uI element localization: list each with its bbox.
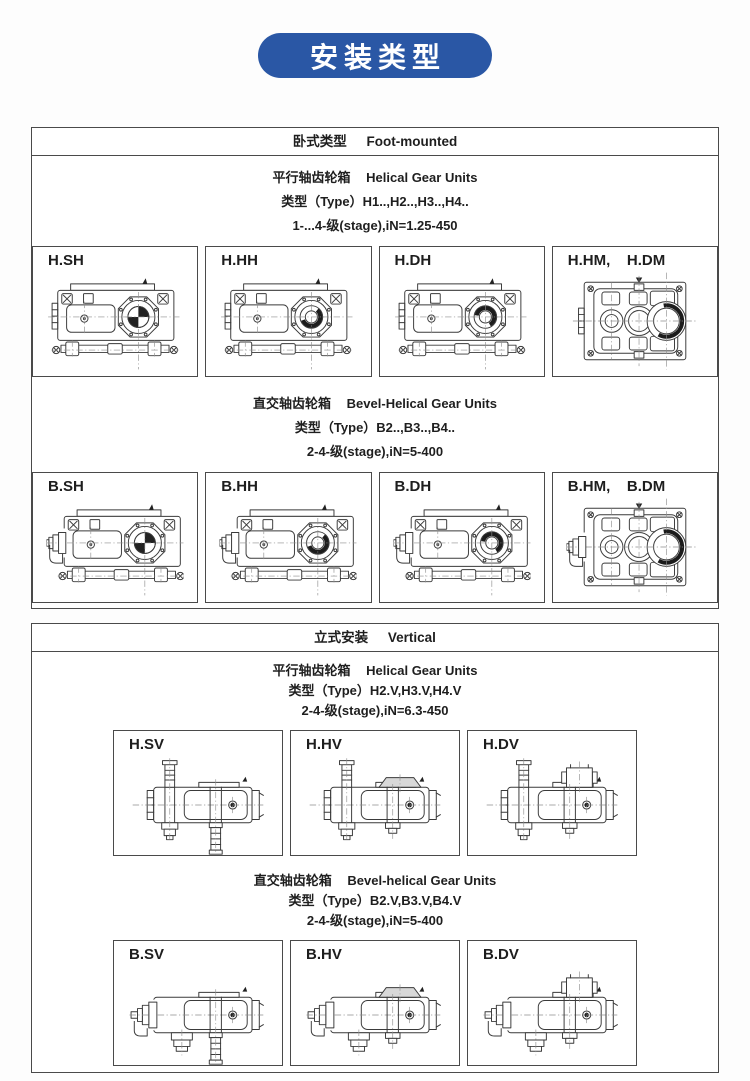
section-vertical: 立式安装 Vertical 平行轴齿轮箱 Helical Gear Units … (31, 623, 719, 1073)
group-type-line: 类型（Type）B2.V,B3.V,B4.V (288, 893, 462, 908)
row-bevel-foot: B.SH B.HH B.DH B.HM, B.DM (32, 470, 718, 608)
gearbox-technical-drawing (38, 271, 192, 371)
mounting-type-label: B.HM, B.DM (567, 478, 666, 495)
gearbox-technical-drawing (475, 755, 629, 855)
mounting-type-label: H.HH (221, 252, 258, 269)
gearbox-technical-drawing (298, 755, 452, 855)
group-helical-vertical: 平行轴齿轮箱 Helical Gear Units 类型（Type）H2.V,H… (32, 661, 718, 721)
gearbox-technical-drawing (298, 965, 452, 1065)
mounting-type-cell: H.HH (205, 246, 372, 377)
group-title-cn: 平行轴齿轮箱 (272, 170, 351, 185)
mounting-type-cell: B.HH (205, 472, 372, 603)
page-title: 安装类型 (309, 41, 446, 73)
gearbox-technical-drawing (558, 271, 712, 371)
group-type-line: 类型（Type）H2.V,H3.V,H4.V (288, 683, 462, 698)
group-title-en: Bevel-Helical Gear Units (346, 396, 497, 411)
mounting-type-label: B.HV (306, 946, 342, 963)
group-stage-line: 1-...4-级(stage),iN=1.25-450 (292, 218, 458, 233)
row-bevel-vertical: B.SV B.HV B.DV (32, 938, 718, 1072)
group-title-cn: 直交轴齿轮箱 (253, 873, 332, 888)
section-header-foot: 卧式类型 Foot-mounted (32, 128, 718, 156)
section-header-vertical: 立式安装 Vertical (32, 624, 718, 652)
mounting-type-label: B.HH (221, 478, 258, 495)
gearbox-technical-drawing (38, 497, 192, 597)
mounting-type-cell: H.DH (378, 246, 545, 377)
section-header-en: Vertical (387, 630, 436, 645)
mounting-type-cell: H.SV (113, 730, 283, 856)
mounting-type-cell: B.HM, B.DM (551, 472, 718, 603)
mounting-type-cell: H.DV (467, 730, 637, 856)
mounting-type-label: B.SV (129, 946, 165, 963)
group-bevel-foot: 直交轴齿轮箱 Bevel-Helical Gear Units 类型（Type）… (32, 392, 718, 464)
mounting-type-label: H.HM, H.DM (567, 252, 666, 269)
mounting-type-label: H.SV (129, 736, 165, 753)
mounting-type-label: B.DV (483, 946, 519, 963)
gearbox-technical-drawing (385, 497, 539, 597)
group-title-cn: 直交轴齿轮箱 (253, 396, 332, 411)
group-stage-line: 2-4-级(stage),iN=6.3-450 (301, 703, 449, 718)
group-stage-line: 2-4-级(stage),iN=5-400 (306, 913, 444, 928)
mounting-type-cell: B.HV (290, 940, 460, 1066)
mounting-type-cell: H.HM, H.DM (551, 246, 718, 377)
gearbox-technical-drawing (211, 497, 365, 597)
row-helical-foot: H.SH H.HH H.DH H.HM, H.DM (32, 244, 718, 382)
row-helical-vertical: H.SV H.HV H.DV (32, 728, 718, 862)
mounting-type-label: B.DH (394, 478, 432, 495)
mounting-type-cell: B.SV (113, 940, 283, 1066)
mounting-type-label: H.HV (306, 736, 342, 753)
gearbox-technical-drawing (121, 755, 275, 855)
gearbox-technical-drawing (211, 271, 365, 371)
group-title-en: Helical Gear Units (366, 170, 478, 185)
section-foot-mounted: 卧式类型 Foot-mounted 平行轴齿轮箱 Helical Gear Un… (31, 127, 719, 609)
gearbox-technical-drawing (385, 271, 539, 371)
group-type-line: 类型（Type）B2..,B3..,B4.. (294, 420, 456, 435)
mounting-type-label: H.DH (394, 252, 432, 269)
group-type-line: 类型（Type）H1..,H2..,H3..,H4.. (281, 194, 469, 209)
group-title-en: Helical Gear Units (366, 663, 478, 678)
gearbox-technical-drawing (121, 965, 275, 1065)
mounting-type-cell: B.DH (378, 472, 545, 603)
group-helical-foot: 平行轴齿轮箱 Helical Gear Units 类型（Type）H1..,H… (32, 166, 718, 238)
group-stage-line: 2-4-级(stage),iN=5-400 (306, 444, 444, 459)
group-title-cn: 平行轴齿轮箱 (272, 663, 351, 678)
mounting-type-label: B.SH (48, 478, 84, 495)
mounting-type-cell: H.HV (290, 730, 460, 856)
mounting-type-cell: B.SH (32, 472, 199, 603)
gearbox-technical-drawing (558, 497, 712, 597)
mounting-type-label: H.DV (483, 736, 519, 753)
section-header-en: Foot-mounted (366, 134, 458, 149)
group-bevel-vertical: 直交轴齿轮箱 Bevel-helical Gear Units 类型（Type）… (32, 871, 718, 931)
page-title-banner: 安装类型 (258, 33, 492, 78)
section-header-cn: 卧式类型 (292, 134, 347, 149)
mounting-type-label: H.SH (48, 252, 84, 269)
group-title-en: Bevel-helical Gear Units (347, 873, 497, 888)
mounting-type-cell: H.SH (32, 246, 199, 377)
gearbox-technical-drawing (475, 965, 629, 1065)
section-header-cn: 立式安装 (314, 630, 369, 645)
mounting-type-cell: B.DV (467, 940, 637, 1066)
